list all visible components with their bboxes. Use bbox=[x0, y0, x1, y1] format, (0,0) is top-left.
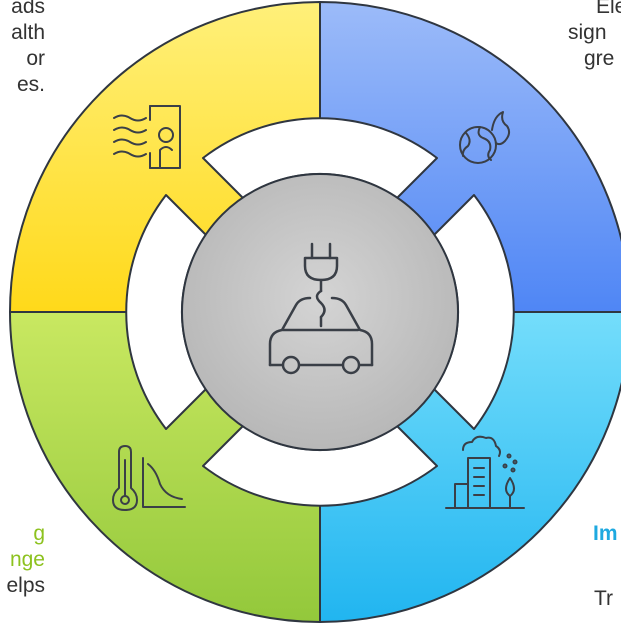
city-pollution-icon bbox=[445, 435, 525, 509]
top-right-line-3: gre bbox=[584, 47, 615, 70]
top-left-text: ads alth or es. bbox=[11, 0, 45, 98]
top-left-line-4: es. bbox=[16, 73, 45, 96]
bottom-left-title-2: nge bbox=[9, 548, 45, 571]
burning-globe-icon bbox=[459, 111, 511, 164]
electric-car-icon bbox=[268, 242, 374, 375]
top-right-line-1: Ele bbox=[596, 0, 621, 18]
top-left-line-1: ads bbox=[11, 0, 45, 18]
top-right-text: Ele sign gre bbox=[568, 0, 621, 72]
top-left-line-2: alth bbox=[11, 21, 45, 44]
bottom-left-body: elps bbox=[6, 574, 45, 597]
bottom-right-body: Tr bbox=[594, 587, 614, 610]
bottom-left-text: g nge elps bbox=[6, 521, 45, 599]
center-circle bbox=[181, 173, 459, 451]
wind-window-icon bbox=[113, 105, 181, 169]
top-right-line-2: sign bbox=[568, 21, 607, 44]
thermometer-chart-icon bbox=[112, 445, 186, 511]
top-left-line-3: or bbox=[26, 47, 45, 70]
bottom-right-title: Im bbox=[593, 522, 618, 545]
bottom-left-title-1: g bbox=[33, 522, 45, 545]
